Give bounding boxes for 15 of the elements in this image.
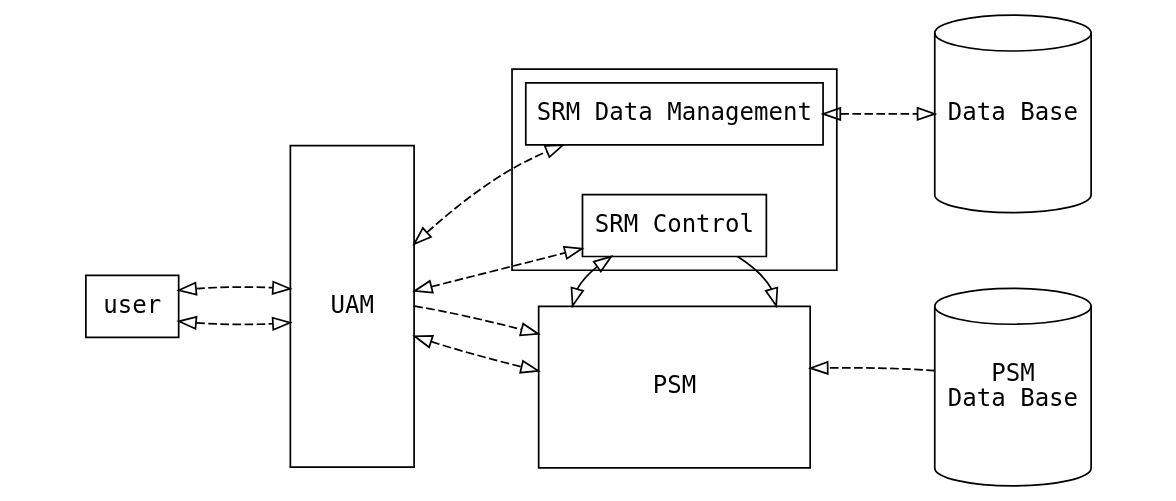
node-box: user [84,274,180,339]
node-box: UAM [289,144,415,468]
arrow [411,334,541,374]
arrow [411,144,565,246]
arrow [736,255,778,309]
arrow [820,106,937,122]
arrow [570,255,613,309]
node-box: PSM [537,305,811,469]
arrow [807,360,936,376]
arrow [411,245,585,294]
node-box: SRM Control [581,193,767,258]
arrow [175,280,293,296]
node-box: SRM Data Management [524,82,824,146]
arrow [413,305,541,337]
arrow [175,315,293,331]
